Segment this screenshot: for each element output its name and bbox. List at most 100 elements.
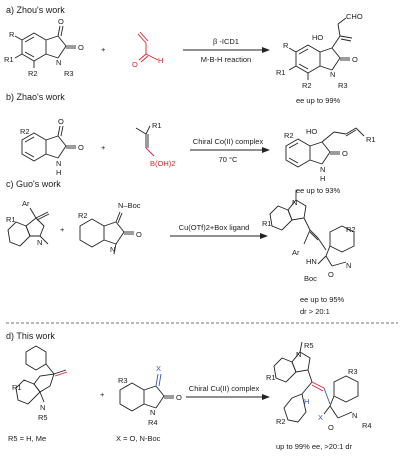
note-x: X = O, N-Boc [116,434,161,443]
svg-text:R3: R3 [64,69,74,78]
svg-text:R5: R5 [38,413,48,422]
svg-text:R1: R1 [366,135,376,144]
isatin-reactant-b: R2 N H O O [20,117,84,177]
note-r5: R5 = H, Me [8,434,46,443]
section-d-header: d) This work [6,331,55,341]
svg-text:Boc: Boc [304,274,317,283]
svg-text:N: N [292,198,297,207]
plus-a: + [101,45,106,54]
isatin-x-label: X [156,364,161,373]
svg-text:O: O [176,393,182,402]
svg-text:R1: R1 [4,55,14,64]
section-a: a) Zhou's work R R1 R2 N R3 O O + [4,5,363,105]
condition-a-bottom: M-B-H reaction [201,55,251,64]
acrolein-o: O [132,60,138,69]
svg-text:H: H [56,168,61,177]
svg-text:O: O [328,423,334,432]
svg-text:R2: R2 [28,69,38,78]
svg-text:O: O [136,230,142,239]
condition-a-top: β -ICD1 [213,37,239,46]
svg-text:R2: R2 [284,131,294,140]
svg-text:R1: R1 [262,219,272,228]
svg-text:R: R [9,30,15,39]
svg-text:R2: R2 [302,81,312,90]
svg-text:O: O [352,55,358,64]
plus-b: + [101,143,106,152]
svg-text:R3: R3 [338,81,348,90]
svg-text:R2: R2 [346,225,356,234]
svg-text:O: O [58,17,64,26]
svg-text:R2: R2 [20,127,30,136]
acrolein-h: H [158,56,163,65]
svg-text:N: N [296,350,301,359]
svg-text:HO: HO [312,33,323,42]
boronic-acid-label: B(OH)2 [150,159,175,168]
ketimine-reactant-c: R2 N–Boc N O [78,201,142,255]
svg-text:N: N [37,238,42,247]
acrolein-reagent: O H [132,31,163,69]
product-a: HO CHO R R1 R2 N R3 O [276,12,363,90]
product-b: R2 HO R1 N H O [284,127,376,183]
result-a: ee up to 99% [296,96,341,105]
svg-text:Ar: Ar [22,199,30,208]
condition-b-bottom: 70 °C [219,155,238,164]
section-b: b) Zhao's work R2 N H O O + R1 [6,92,376,195]
section-c: c) Guo's work Ar R1 N + R2 N–Boc [6,179,356,316]
plus-c: + [60,225,65,234]
svg-text:O: O [78,43,84,52]
svg-text:R1: R1 [6,215,16,224]
svg-text:R3: R3 [118,376,128,385]
isatin-reactant-a: R R1 R2 N R3 O O [4,17,84,78]
svg-text:Ar: Ar [292,248,300,257]
svg-text:R2: R2 [78,211,88,220]
svg-text:N: N [352,411,357,420]
svg-text:R2: R2 [276,417,286,426]
section-c-header: c) Guo's work [6,179,61,189]
condition-d-top: Chiral Cu(II) complex [189,384,260,393]
ketimine-nboc: N–Boc [118,201,141,210]
svg-text:R1: R1 [276,68,286,77]
svg-text:O: O [78,143,84,152]
product-c: N R1 Ar R2 HN Boc O N [262,190,356,283]
svg-text:R5: R5 [304,341,314,350]
svg-text:H: H [320,174,325,183]
product-x-label: X [318,413,323,422]
svg-text:N: N [346,261,351,270]
svg-text:R: R [283,41,289,50]
svg-text:R4: R4 [362,421,372,430]
svg-text:HO: HO [306,127,317,136]
svg-text:N: N [150,408,155,417]
svg-text:N: N [56,58,61,67]
section-b-header: b) Zhao's work [6,92,65,102]
svg-text:R1: R1 [152,121,162,130]
result-d: up to 99% ee, >20:1 dr [276,442,353,451]
svg-text:N: N [40,403,45,412]
svg-text:CHO: CHO [346,12,363,21]
section-a-header: a) Zhou's work [6,5,65,15]
svg-text:HN: HN [306,257,317,266]
result-c-ee: ee up to 95% [300,295,345,304]
indole-reactant-c: Ar R1 N [6,199,50,247]
result-b: ee up to 93% [296,186,341,195]
condition-c-top: Cu(OTf)2+Box ligand [179,223,250,232]
result-c-dr: dr > 20:1 [300,307,330,316]
plus-d: + [100,390,105,399]
svg-text:O: O [58,117,64,126]
product-d: N R5 R1 R3 R2 H X O N R4 [266,341,372,432]
indole-reactant-d: R1 N R5 [12,345,68,422]
svg-text:R1: R1 [266,373,276,382]
section-d: d) This work R1 N R5 R5 = H, Me + X [6,331,372,451]
svg-text:O: O [328,270,334,279]
svg-text:N: N [320,165,325,174]
vinylboronic-acid-reagent: R1 B(OH)2 [135,121,175,168]
svg-text:N: N [330,70,335,79]
product-h-label: H [304,397,309,406]
svg-text:R1: R1 [12,383,22,392]
svg-text:R4: R4 [148,418,158,427]
svg-text:N: N [56,159,61,168]
condition-b-top: Chiral Co(II) complex [193,137,264,146]
svg-text:N: N [110,245,115,254]
isatin-reactant-d: X R3 N R4 O [118,364,182,427]
svg-text:R3: R3 [348,367,358,376]
